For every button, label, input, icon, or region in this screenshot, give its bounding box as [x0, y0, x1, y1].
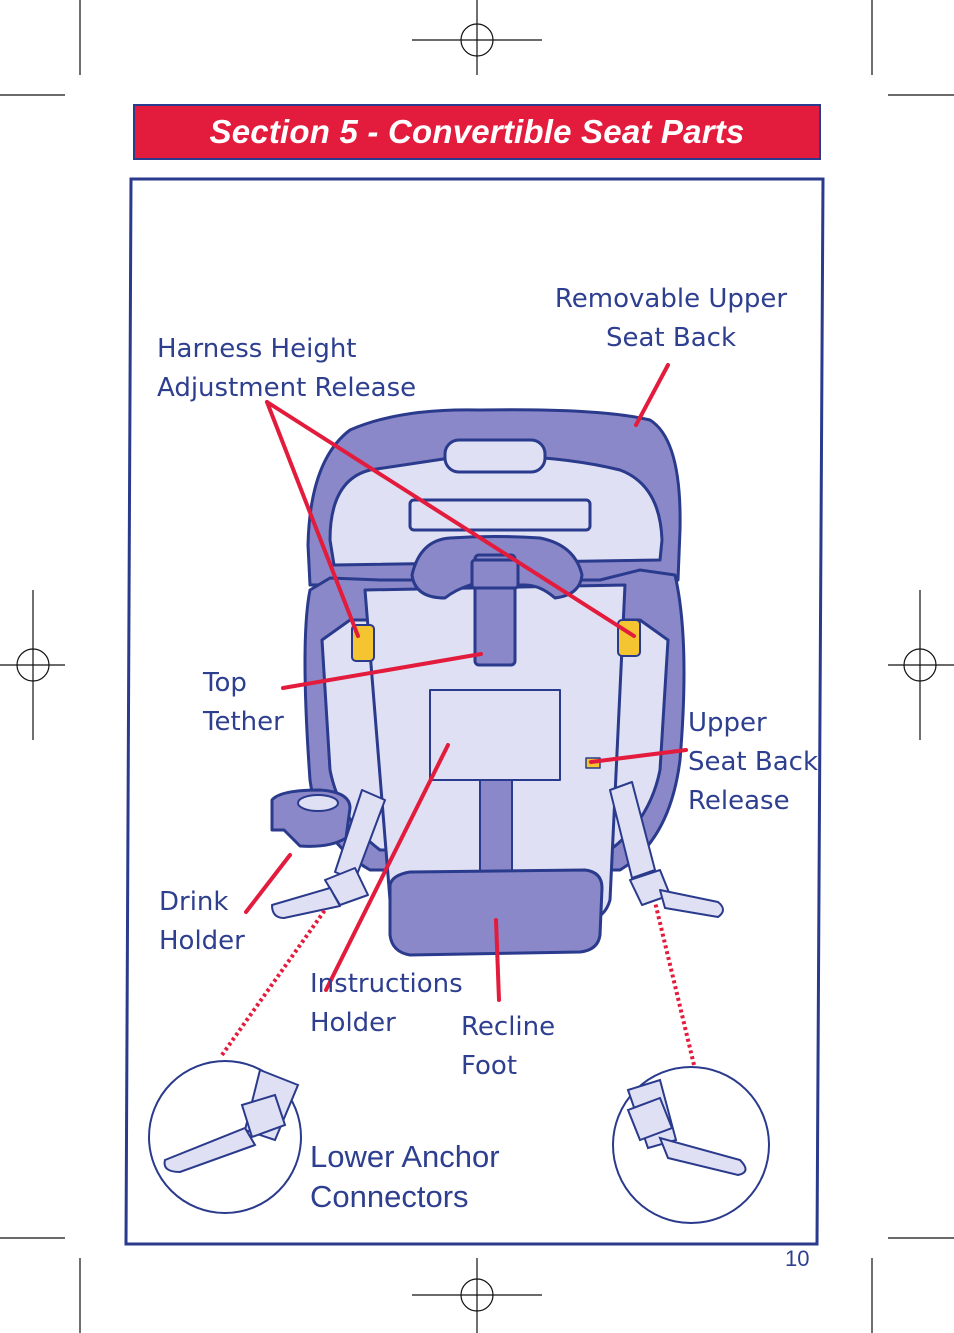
label-line: Release [688, 786, 790, 816]
section-title: Section 5 - Convertible Seat Parts [209, 113, 745, 150]
label-upper-seat-back-release: Upper Seat Back Release [688, 704, 818, 821]
callout-instructions-holder [324, 743, 450, 992]
label-line: Seat Back [688, 747, 819, 777]
label-line: Adjustment Release [157, 373, 417, 403]
callout-harness-right [265, 400, 636, 638]
label-lower-anchor-connectors: Lower Anchor Connectors [310, 1137, 500, 1217]
label-line: Seat Back [605, 323, 736, 353]
section-banner: Section 5 - Convertible Seat Parts [133, 104, 821, 160]
callout-recline-foot [494, 918, 501, 1002]
callout-lines [244, 363, 688, 1002]
label-line: Instructions [310, 969, 463, 999]
label-instructions-holder: Instructions Holder [310, 965, 463, 1043]
callout-upper-seat-back-release [589, 748, 688, 764]
label-line: Drink [159, 887, 229, 917]
label-line: Connectors [310, 1179, 469, 1214]
label-line: Recline [461, 1012, 556, 1042]
label-line: Tether [203, 707, 284, 737]
page-number: 10 [785, 1246, 810, 1271]
label-harness-height-adjustment-release: Harness Height Adjustment Release [157, 330, 416, 408]
label-removable-upper-seat-back: Removable Upper Seat Back [546, 280, 796, 358]
label-drink-holder: Drink Holder [159, 883, 245, 961]
label-line: Harness Height [157, 334, 357, 364]
car-seat-drawing [270, 408, 724, 957]
label-line: Removable Upper [554, 284, 788, 314]
label-line: Lower Anchor [310, 1139, 500, 1174]
label-line: Foot [461, 1051, 518, 1081]
callout-harness-left [265, 400, 360, 638]
lower-anchor-detail-right [612, 1066, 770, 1224]
callout-drink-holder [244, 853, 292, 914]
label-line: Top [203, 668, 247, 698]
label-top-tether: Top Tether [203, 664, 284, 742]
callout-dotted-lines [220, 901, 696, 1066]
label-line: Upper [688, 708, 767, 738]
label-recline-foot: Recline Foot [461, 1008, 555, 1086]
callout-removable-upper-seat-back [634, 363, 670, 427]
label-line: Holder [310, 1008, 396, 1038]
lower-anchor-detail-left [148, 1060, 302, 1214]
content-frame [124, 177, 825, 1246]
callout-top-tether [281, 652, 483, 690]
label-line: Holder [159, 926, 245, 956]
